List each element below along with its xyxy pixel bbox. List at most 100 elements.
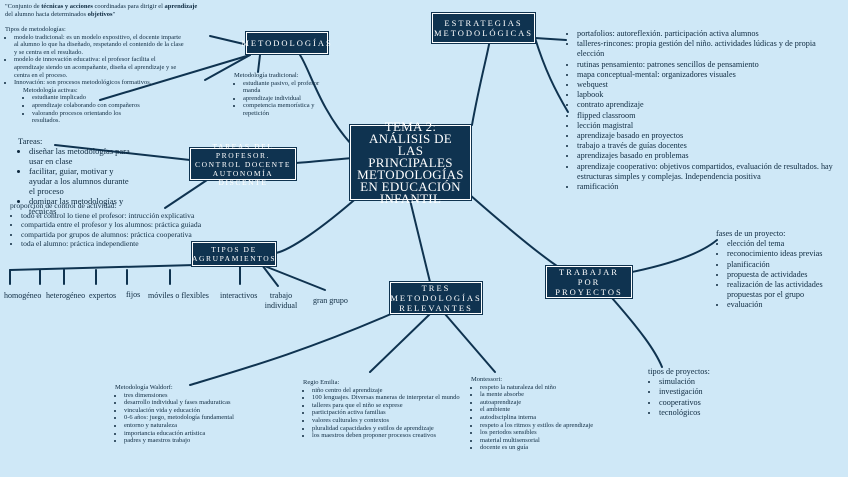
- central-topic-node[interactable]: TEMA 2: ANÁLISIS DE LAS PRINCIPALES METO…: [350, 120, 471, 205]
- list-item: pluralidad capacidades y estilos de apre…: [312, 425, 463, 433]
- reggio-title: Regio Emilia:: [303, 379, 340, 386]
- list-item: toda el alumno: práctica independiente: [21, 239, 240, 249]
- list-item: trabajo a través de guías docentes: [577, 141, 838, 151]
- grouping-moviles: móviles o flexibles: [148, 291, 209, 300]
- list-item: estudiante pasivo, el profesor manda: [243, 80, 330, 95]
- list-item: lapbook: [577, 90, 838, 100]
- active-title: Metodología activas:: [23, 86, 78, 94]
- list-item: niño centro del aprendizaje: [312, 387, 463, 395]
- list-item: aprendizaje individual: [243, 95, 330, 103]
- waldorf-title: Metodología Waldorf:: [115, 384, 173, 391]
- list-item: material multisensorial: [480, 437, 611, 445]
- list-item: los maestros deben proponer procesos cre…: [312, 432, 463, 440]
- metodologias-node[interactable]: METODOLOGÍAS: [241, 32, 331, 54]
- proporcion-title: proporción de control de actividad:: [10, 201, 117, 210]
- list-item: autoaprendizaje: [480, 399, 611, 407]
- list-item: desarrollo individual y fases maduratica…: [124, 399, 275, 407]
- list-item: respeto a los ritmos y estilos de aprend…: [480, 422, 611, 430]
- list-item: 100 lenguajes. Diversas maneras de inter…: [312, 394, 463, 402]
- list-item: facilitar, guiar, motivar y ayudar a los…: [29, 166, 134, 196]
- list-item: tres dimensiones: [124, 392, 275, 400]
- list-item: aprendizaje basado en proyectos: [577, 131, 838, 141]
- list-item: aprendizajes basado en problemas: [577, 151, 838, 161]
- intro-types-title: Tipos de metodologías:: [5, 26, 66, 33]
- list-item: evaluación: [727, 300, 844, 310]
- list-item: modelo de innovación educativa: el profe…: [14, 56, 187, 79]
- list-item: compartida entre el profesor y los alumn…: [21, 220, 240, 230]
- grouping-interactivos: interactivos: [220, 291, 258, 300]
- list-item: competencia memorística y repetición: [243, 102, 330, 117]
- tipos-agrupamientos-title: TIPOS DE AGRUPAMIENTOS: [191, 245, 277, 263]
- montessori-title: Montessori:: [471, 376, 503, 383]
- list-item: vinculación vida y educación: [124, 407, 275, 415]
- list-item: ramificación: [577, 182, 838, 192]
- fases-title: fases de un proyecto:: [716, 229, 786, 238]
- list-item: reconocimiento ideas previas: [727, 249, 844, 259]
- list-item: tecnológicos: [659, 408, 748, 418]
- list-item: lección magistral: [577, 121, 838, 131]
- metodologias-title: METODOLOGÍAS: [241, 38, 333, 48]
- list-item: valores culturales y contextos: [312, 417, 463, 425]
- list-item: los periodos sensibles: [480, 429, 611, 437]
- trabajar-proyectos-node[interactable]: TRABAJAR POR PROYECTOS: [546, 266, 632, 298]
- list-item: respeto la naturaleza del niño: [480, 384, 611, 392]
- list-item: propuesta de actividades: [727, 270, 844, 280]
- tipos-proyectos-title: tipos de proyectos:: [648, 367, 710, 376]
- tareas-profesor-title: TAREAS DEL PROFESOR. CONTROL DOCENTE AUT…: [195, 141, 292, 187]
- list-item: docente es un guía: [480, 444, 611, 452]
- proporcion-control: proporción de control de actividad: todo…: [10, 201, 240, 249]
- list-item: elección del tema: [727, 239, 844, 249]
- tareas-profesor-node[interactable]: TAREAS DEL PROFESOR. CONTROL DOCENTE AUT…: [190, 142, 296, 187]
- montessori-method: Montessori: respeto la naturaleza del ni…: [471, 376, 611, 452]
- grouping-gran-grupo: gran grupo: [313, 296, 348, 305]
- list-item: flipped classroom: [577, 111, 838, 121]
- tareas-title: Tareas:: [18, 136, 43, 146]
- grouping-homogeneo: homogéneo: [4, 291, 42, 300]
- list-item: rutinas pensamiento: patrones sencillos …: [577, 60, 838, 70]
- traditional-title: Metodología tradicional:: [234, 72, 299, 79]
- list-item: 0-6 años: juego, metodología fundamental: [124, 414, 275, 422]
- list-item: importancia educación artística: [124, 430, 275, 438]
- tres-metodologias-node[interactable]: TRES METODOLOGÍAS RELEVANTES: [390, 282, 482, 314]
- list-item: estudiante implicado: [32, 94, 140, 102]
- list-item: valorando procesos orientando los result…: [32, 110, 140, 125]
- central-topic-title: TEMA 2: ANÁLISIS DE LAS PRINCIPALES METO…: [357, 118, 464, 206]
- grouping-fijos: fijos: [126, 290, 141, 299]
- list-item: webquest: [577, 80, 838, 90]
- list-item: todo el control lo tiene el profesor: in…: [21, 211, 240, 221]
- intro-definition: "Conjunto de técnicas y acciones coordin…: [5, 3, 198, 18]
- intro-types: Tipos de metodologías: modelo tradiciona…: [5, 26, 187, 125]
- list-item: entorno y naturaleza: [124, 422, 275, 430]
- list-item: contrato aprendizaje: [577, 100, 838, 110]
- list-item: aprendizaje colaborando con compañeros: [32, 102, 140, 110]
- grouping-heterogeneo: heterogéneo: [46, 291, 86, 300]
- list-item: dominar las metodologías y técnicas: [29, 196, 134, 216]
- list-item: realización de las actividades propuesta…: [727, 280, 844, 300]
- list-item: padres y maestros trabajo: [124, 437, 275, 445]
- list-item: el ambiente: [480, 406, 611, 414]
- reggio-method: Regio Emilia: niño centro del aprendizaj…: [303, 379, 463, 440]
- list-item: diseñar las metodologías para usar en cl…: [29, 146, 134, 166]
- list-item: la mente absorbe: [480, 391, 611, 399]
- estrategias-node[interactable]: ESTRATEGIAS METODOLÓGICAS: [432, 13, 535, 43]
- trabajar-proyectos-title: TRABAJAR POR PROYECTOS: [555, 267, 623, 297]
- fases-proyecto: fases de un proyecto: elección del tema …: [716, 229, 844, 311]
- list-item: portafolios: autoreflexión. participació…: [577, 29, 838, 39]
- list-item: investigación: [659, 387, 748, 397]
- list-item: aprendizaje cooperativo: objetivos compa…: [577, 162, 838, 182]
- waldorf-method: Metodología Waldorf: tres dimensiones de…: [115, 384, 275, 445]
- grouping-individual: trabajo individual: [264, 291, 298, 310]
- list-item: participación activa familias: [312, 409, 463, 417]
- traditional-method: Metodología tradicional: estudiante pasi…: [234, 72, 330, 118]
- tipos-agrupamientos-node[interactable]: TIPOS DE AGRUPAMIENTOS: [192, 242, 276, 266]
- tipos-proyectos: tipos de proyectos: simulación investiga…: [648, 367, 748, 418]
- grouping-expertos: expertos: [89, 291, 117, 300]
- list-item: talleres para que el niño se exprese: [312, 402, 463, 410]
- list-item: simulación: [659, 377, 748, 387]
- list-item: autodisciplina interna: [480, 414, 611, 422]
- tres-metodologias-title: TRES METODOLOGÍAS RELEVANTES: [390, 283, 482, 313]
- list-item: modelo tradicional: es un modelo exposit…: [14, 34, 187, 57]
- list-item: compartida por grupos de alumnos: prácti…: [21, 230, 240, 240]
- list-item: cooperativos: [659, 398, 748, 408]
